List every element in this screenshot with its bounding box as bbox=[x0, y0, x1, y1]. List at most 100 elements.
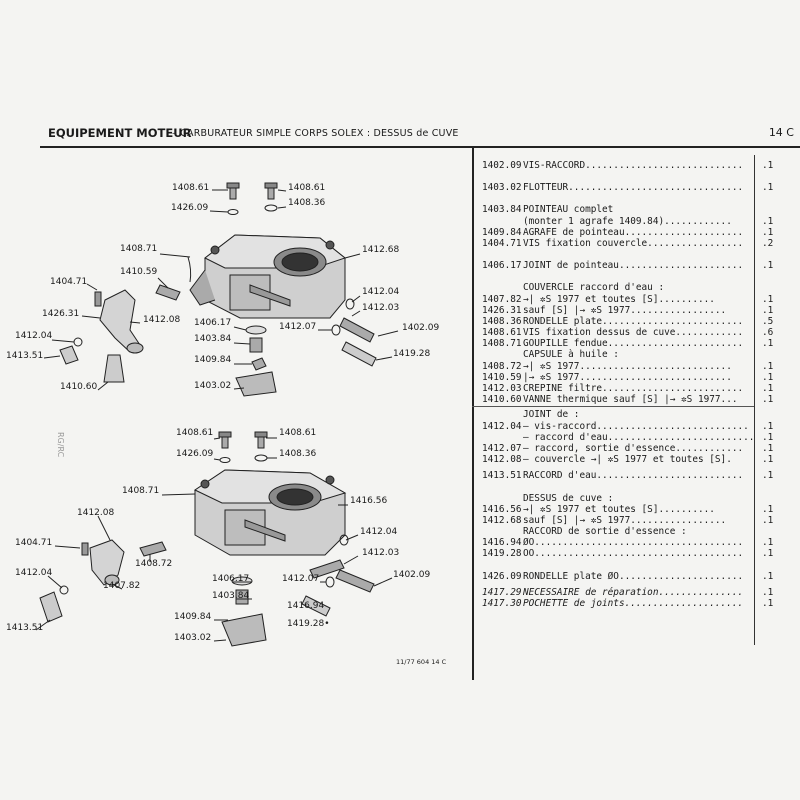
callout-label: 1404.71 bbox=[50, 277, 88, 287]
part-quantity: .1 bbox=[762, 420, 774, 432]
part-quantity: .1 bbox=[762, 537, 774, 549]
carburetor-bottom-body bbox=[193, 469, 347, 556]
callout-label: 1412.04 bbox=[362, 287, 400, 297]
callout-label: 1413.51 bbox=[6, 623, 44, 633]
section-title: EQUIPEMENT MOTEUR bbox=[48, 126, 192, 140]
callout-label: 1403.02 bbox=[174, 633, 212, 643]
part-reference: 1412.04 bbox=[482, 420, 522, 432]
part-row: 1412.08– couvercle →| ✲S 1977 et toutes … bbox=[482, 454, 773, 466]
part-reference: 1407.82 bbox=[482, 293, 522, 305]
callout-label: 1408.71 bbox=[120, 244, 158, 254]
part-quantity: .6 bbox=[762, 327, 774, 339]
part-quantity: .1 bbox=[762, 293, 774, 305]
part-quantity: .1 bbox=[762, 360, 774, 372]
part-description: →| ✲S 1977........................... bbox=[523, 360, 732, 372]
part-description: ØO..................................... bbox=[523, 537, 744, 549]
part-description: CAPSULE à huile : bbox=[523, 349, 619, 361]
part-reference: 1416.94 bbox=[482, 537, 522, 549]
part-row: RACCORD de sortie d'essence : bbox=[482, 526, 772, 537]
part-reference: 1412.03 bbox=[482, 383, 522, 394]
callout-label: 1412.07 bbox=[282, 574, 320, 584]
part-quantity: .1 bbox=[762, 182, 774, 194]
callout-label: 1408.61 bbox=[279, 428, 317, 438]
header-rule bbox=[40, 146, 800, 148]
part-description: VIS-RACCORD............................ bbox=[523, 160, 744, 171]
callout-label: 1407.82 bbox=[103, 581, 141, 591]
part-row: 1408.72→| ✲S 1977.......................… bbox=[482, 360, 774, 372]
part-description: →| ✲S 1977 et toutes [S].......... bbox=[523, 503, 715, 515]
part-description: FLOTTEUR............................... bbox=[523, 182, 744, 194]
callout-label: 1408.36 bbox=[288, 198, 326, 208]
part-description: – couvercle →| ✲S 1977 et toutes [S]. bbox=[523, 454, 732, 466]
part-quantity: .1 bbox=[762, 514, 774, 526]
quantity-divider bbox=[754, 155, 755, 645]
part-quantity: .1 bbox=[762, 304, 774, 316]
row-gap bbox=[482, 193, 772, 204]
callout-label: 1419.28 bbox=[393, 349, 431, 359]
callout-label: 1419.28• bbox=[287, 619, 330, 629]
part-quantity: .1 bbox=[762, 160, 774, 171]
part-description: VIS fixation couvercle................. bbox=[523, 237, 744, 249]
callout-label: 1408.36 bbox=[279, 449, 317, 459]
callout-label: 1406.17 bbox=[194, 318, 232, 328]
part-row: CAPSULE à huile : bbox=[482, 349, 772, 360]
part-description: RONDELLE plate......................... bbox=[523, 315, 744, 327]
part-reference: 1403.84 bbox=[482, 204, 522, 216]
handwritten-note: RG/RC bbox=[56, 432, 65, 458]
page-header: EQUIPEMENT MOTEUR – CARBURATEUR SIMPLE C… bbox=[46, 125, 800, 147]
part-reference: 1413.51 bbox=[482, 470, 522, 482]
part-description: RACCORD de sortie d'essence : bbox=[523, 526, 687, 538]
callout-label: 1409.84 bbox=[174, 612, 212, 622]
row-gap bbox=[482, 560, 772, 571]
callout-label: 1410.60 bbox=[60, 382, 98, 392]
part-description: – raccord, sortie d'essence............ bbox=[523, 442, 744, 454]
part-reference: 1408.72 bbox=[482, 360, 522, 372]
callout-label: 1426.31 bbox=[42, 309, 80, 319]
part-row: – raccord d'eau.........................… bbox=[482, 432, 773, 443]
part-description: GOUPILLE fendue........................ bbox=[523, 338, 744, 350]
callout-label: 1412.68 bbox=[362, 245, 400, 255]
part-quantity: .1 bbox=[762, 226, 774, 238]
callout-label: 1408.71 bbox=[122, 486, 160, 496]
callout-label: 1416.56 bbox=[350, 496, 388, 506]
part-reference: 1409.84 bbox=[482, 226, 522, 238]
part-row: 1410.59|→ ✲S 1977.......................… bbox=[482, 371, 774, 383]
part-quantity: .2 bbox=[762, 237, 774, 249]
part-description: VANNE thermique sauf [S] |→ ✲S 1977... bbox=[523, 394, 738, 406]
part-reference: 1426.31 bbox=[482, 304, 522, 316]
part-quantity: .1 bbox=[762, 371, 774, 383]
row-gap bbox=[482, 249, 772, 260]
page-footer: 11/77 604 14 C bbox=[396, 658, 447, 666]
part-description: JOINT de : bbox=[523, 409, 580, 421]
part-row: 1412.07– raccord, sortie d'essence......… bbox=[482, 442, 774, 454]
part-description: DESSUS de cuve : bbox=[523, 492, 614, 504]
part-quantity: .1 bbox=[762, 586, 774, 598]
part-description: – vis-raccord........................... bbox=[523, 420, 749, 432]
callout-label: 1406.17 bbox=[212, 574, 250, 584]
callout-label: 1412.04 bbox=[360, 527, 398, 537]
callout-label: 1408.61 bbox=[172, 183, 210, 193]
part-description: RACCORD d'eau.......................... bbox=[523, 470, 744, 482]
callout-label: 1412.04 bbox=[15, 331, 53, 341]
part-reference: 1419.28 bbox=[482, 548, 522, 560]
callout-label: 1412.08 bbox=[77, 508, 115, 518]
part-description: NECESSAIRE de réparation............... bbox=[523, 586, 744, 598]
part-quantity: .1 bbox=[762, 442, 774, 454]
part-row: COUVERCLE raccord d'eau : bbox=[482, 282, 772, 293]
callout-label: 1408.61 bbox=[176, 428, 214, 438]
part-reference: 1417.30 bbox=[482, 598, 522, 609]
part-quantity: .1 bbox=[762, 598, 774, 609]
